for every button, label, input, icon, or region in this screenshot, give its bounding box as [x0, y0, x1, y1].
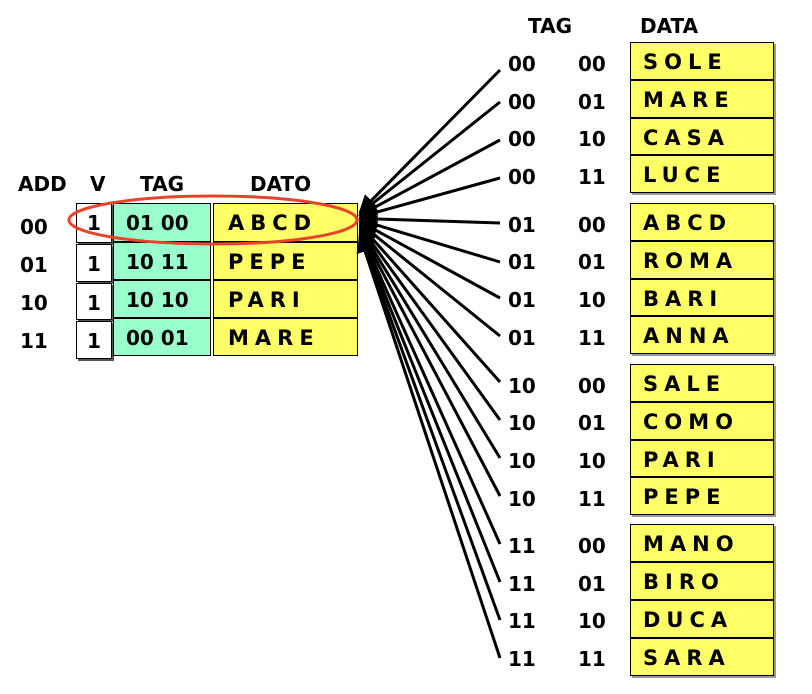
cache-row-address: 01 — [20, 253, 48, 277]
memory-tag: 00 — [508, 52, 536, 76]
memory-tag: 11 — [508, 647, 536, 671]
memory-tag: 10 — [508, 374, 536, 398]
memory-data-cell: MANO — [630, 524, 774, 562]
cache-tag-cell: 01 00 — [113, 203, 211, 242]
cache-data-cell: ABCD — [213, 203, 358, 242]
cache-data-cell: PARI — [213, 280, 358, 318]
memory-tag: 10 — [508, 411, 536, 435]
mapping-arrow — [358, 229, 502, 545]
mapping-arrow — [357, 232, 502, 621]
memory-tag: 10 — [508, 487, 536, 511]
memory-data-cell: SARA — [630, 638, 774, 676]
memory-address: 10 — [578, 288, 606, 312]
memory-tag: 01 — [508, 250, 536, 274]
memory-tag: 11 — [508, 534, 536, 558]
memory-address: 11 — [578, 326, 606, 350]
memory-address: 10 — [578, 449, 606, 473]
mapping-arrow — [358, 68, 502, 214]
memory-data-cell: LUCE — [630, 155, 774, 193]
memory-tag: 10 — [508, 449, 536, 473]
cache-header-v: V — [90, 172, 106, 196]
memory-data-cell: ANNA — [630, 316, 774, 354]
memory-data-cell: MARE — [630, 80, 774, 118]
cache-data-cell: MARE — [213, 318, 358, 356]
cache-valid-bit: 1 — [76, 283, 112, 320]
memory-data-cell: CASA — [630, 118, 774, 155]
cache-header-dato: DATO — [250, 172, 312, 196]
mapping-arrow — [358, 223, 502, 383]
memory-address: 11 — [578, 165, 606, 189]
mapping-arrow — [358, 220, 501, 300]
memory-address: 01 — [578, 411, 606, 435]
memory-tag: 00 — [508, 127, 536, 151]
memory-data-cell: SOLE — [630, 42, 774, 80]
memory-tag: 01 — [508, 326, 536, 350]
mapping-arrow — [358, 209, 501, 228]
memory-address: 01 — [578, 250, 606, 274]
memory-data-cell: ROMA — [630, 241, 774, 279]
memory-address: 11 — [578, 647, 606, 671]
memory-address: 10 — [578, 127, 606, 151]
mapping-arrow — [357, 231, 502, 583]
mapping-arrow — [358, 176, 501, 222]
cache-tag-cell: 10 10 — [113, 280, 211, 318]
highlight-ellipse — [67, 194, 359, 246]
memory-tag: 01 — [508, 288, 536, 312]
mapping-arrow — [358, 228, 502, 497]
memory-address: 01 — [578, 90, 606, 114]
cache-header-tag: TAG — [140, 172, 184, 196]
memory-address: 00 — [578, 52, 606, 76]
memory-header-data: DATA — [640, 14, 699, 38]
memory-data-cell: COMO — [630, 402, 774, 440]
memory-tag: 01 — [508, 213, 536, 237]
memory-address: 11 — [578, 487, 606, 511]
memory-address: 00 — [578, 534, 606, 558]
cache-tag-cell: 00 01 — [113, 318, 211, 356]
memory-header-tag: TAG — [528, 14, 572, 38]
memory-data-cell: BARI — [630, 279, 774, 316]
cache-row-address: 11 — [20, 329, 48, 353]
memory-tag: 11 — [508, 572, 536, 596]
cache-tag-cell: 10 11 — [113, 242, 211, 280]
memory-tag: 00 — [508, 165, 536, 189]
cache-data-cell: PEPE — [213, 242, 358, 280]
mapping-arrow — [358, 216, 501, 264]
memory-data-cell: ABCD — [630, 203, 774, 241]
mapping-arrow — [358, 226, 502, 459]
mapping-arrow — [358, 100, 501, 215]
mapping-arrow — [358, 224, 502, 421]
memory-address: 00 — [578, 374, 606, 398]
cache-valid-bit: 1 — [76, 321, 112, 359]
mapping-arrow — [358, 222, 501, 338]
memory-tag: 11 — [508, 609, 536, 633]
memory-data-cell: DUCA — [630, 600, 774, 638]
mapping-arrow — [356, 234, 502, 659]
cache-header-add: ADD — [18, 172, 67, 196]
memory-data-cell: PARI — [630, 440, 774, 477]
memory-address: 01 — [578, 572, 606, 596]
cache-row-address: 00 — [20, 215, 48, 239]
memory-data-cell: BIRO — [630, 562, 774, 600]
memory-data-cell: SALE — [630, 364, 774, 402]
cache-valid-bit: 1 — [76, 244, 112, 282]
cache-row-address: 10 — [20, 291, 48, 315]
mapping-arrow — [358, 138, 501, 217]
memory-tag: 00 — [508, 90, 536, 114]
memory-address: 00 — [578, 213, 606, 237]
memory-data-cell: PEPE — [630, 477, 774, 515]
memory-address: 10 — [578, 609, 606, 633]
